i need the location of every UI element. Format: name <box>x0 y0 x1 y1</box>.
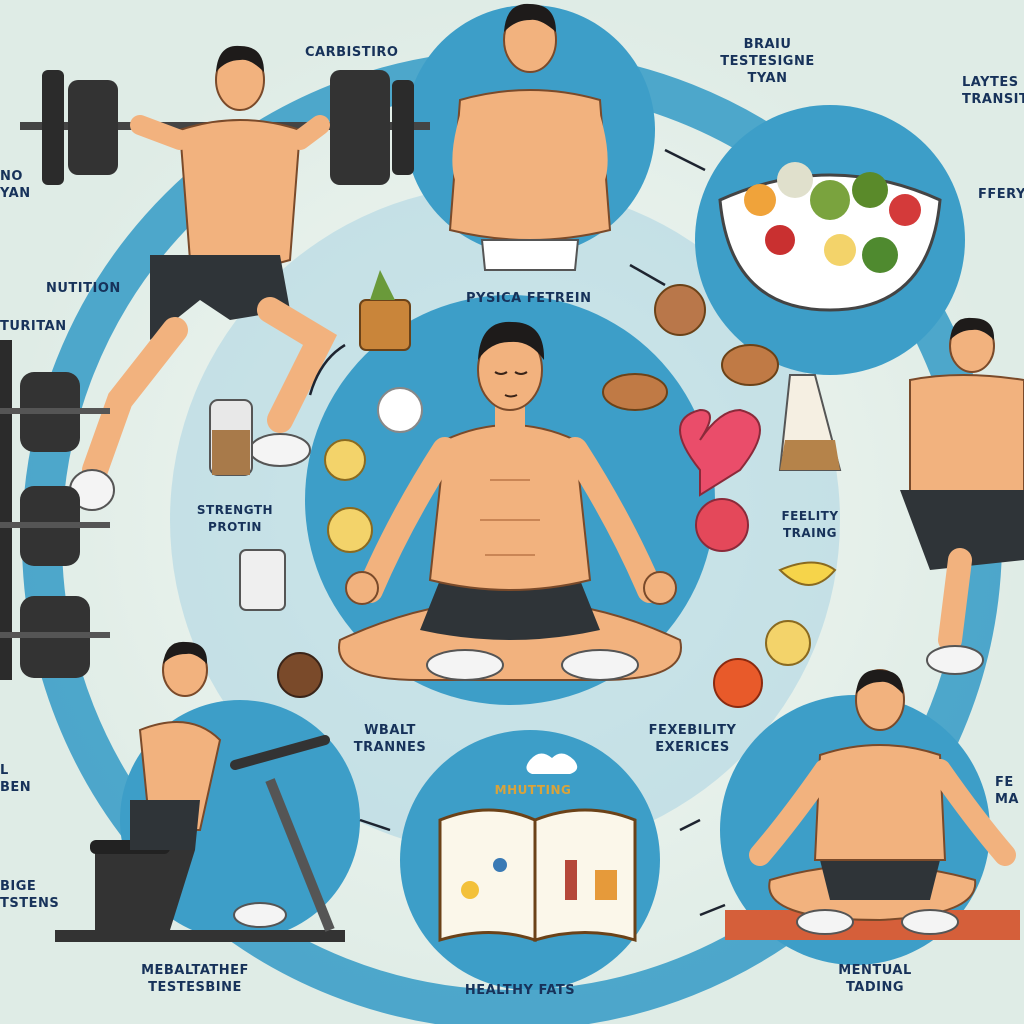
center-meditating-man <box>338 321 682 681</box>
food-items <box>209 270 842 708</box>
label-fe-ma: FE MA <box>995 775 1019 807</box>
weight-rack <box>0 340 110 680</box>
label-nutition: NUTITION <box>46 281 121 296</box>
label-turitan: TURITAN <box>0 319 67 334</box>
flow-arrows <box>308 148 726 917</box>
label-carbistiro: CARBISTIRO <box>305 45 399 60</box>
top-praying-man <box>448 3 612 271</box>
label-l-ben: L BEN <box>0 763 32 795</box>
label-mental-tading: MENTUAL TADING <box>838 963 912 995</box>
label-no-yan: NO YAN <box>0 169 31 201</box>
label-wbalt-trannes: WBALT TRANNES <box>353 723 427 755</box>
exercise-bike <box>55 641 345 942</box>
right-man <box>900 317 1024 675</box>
label-mhutting: MHUTTING <box>494 783 572 797</box>
label-brain-testesigne: BRAIU TESTESIGNE TYAN <box>720 37 815 86</box>
label-ffery: FFERY <box>978 187 1024 202</box>
label-strength-protin: STRENGTH PROTIN <box>196 503 274 534</box>
open-book <box>438 753 637 943</box>
salad-bowl <box>718 162 942 312</box>
label-feelity-traing: FEELITY TRAING <box>781 509 839 540</box>
label-healthy-fats: HEALTHY FATS <box>464 983 576 998</box>
label-pysica-fetrein: PYSICA FETREIN <box>466 291 592 306</box>
bottom-meditating-man <box>725 669 1020 940</box>
label-flexebility-exerices: FEXEBILITY EXERICES <box>648 723 737 755</box>
barbell-lunge-man <box>20 45 430 511</box>
label-layers-transit: LAYTES TRANSIT <box>962 75 1024 107</box>
label-bige-tstens: BIGE TSTENS <box>0 879 60 911</box>
label-mebaltathef-testesbine: MEBALTATHEF TESTESBINE <box>141 963 249 995</box>
